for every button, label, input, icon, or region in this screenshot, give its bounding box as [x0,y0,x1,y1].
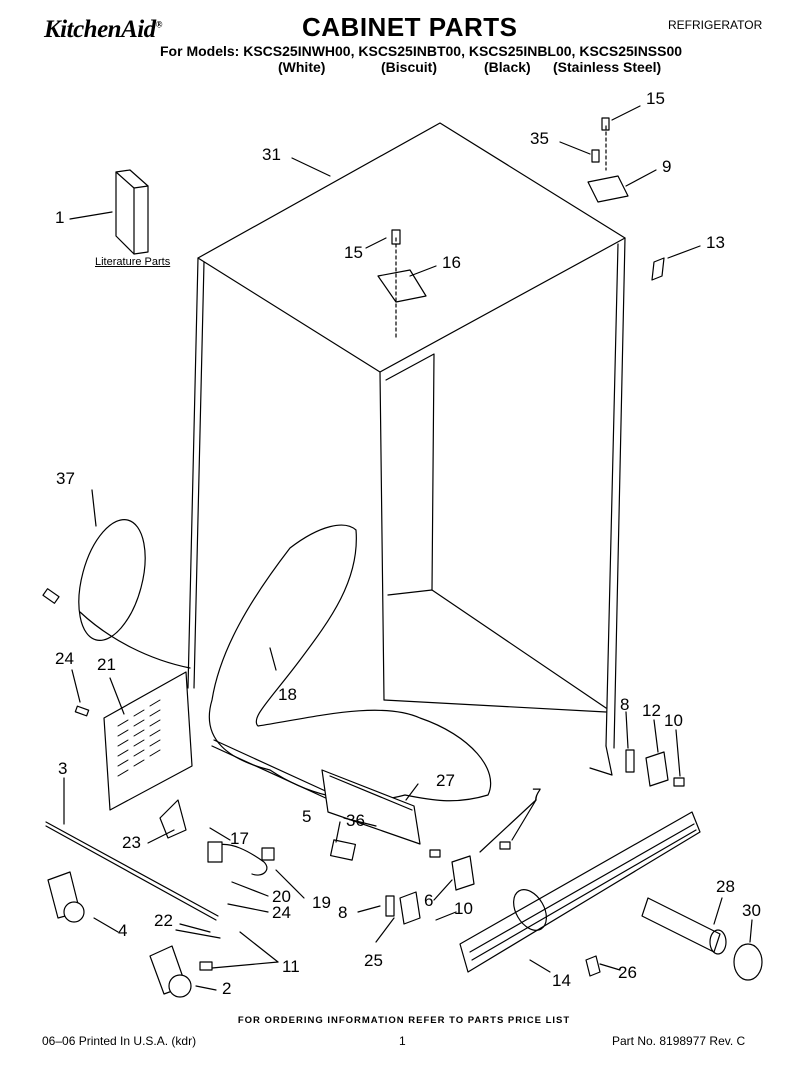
callout-2: 2 [222,979,232,998]
callout-24-upper: 24 [55,649,74,668]
bracket-23 [159,799,187,839]
callout-8-left: 8 [338,903,348,922]
callout-9: 9 [662,157,672,176]
ice-maker-parts [321,769,511,891]
callout-11: 11 [282,957,300,976]
callout-18: 18 [278,685,297,704]
callout-16: 16 [442,253,461,272]
compartment-cover [74,671,193,811]
callout-35: 35 [530,129,549,148]
page-title: CABINET PARTS [302,12,518,42]
water-valve-tubing [207,739,333,876]
literature-parts-label: Literature Parts [95,256,171,268]
callout-28: 28 [716,877,735,896]
callout-31: 31 [262,145,281,164]
insulation-sheet [208,524,492,802]
callout-10-left: 10 [454,899,473,918]
callout-27: 27 [436,771,455,790]
callout-8-right: 8 [620,695,630,714]
power-cord [42,519,191,669]
callout-23: 23 [122,833,141,852]
callout-13: 13 [706,233,725,252]
toe-grille [459,811,763,981]
part-number: Part No. 8198977 Rev. C [612,1034,746,1048]
callout-17: 17 [230,829,249,848]
callout-1: 1 [55,208,65,227]
callout-37: 37 [56,469,75,488]
callout-4: 4 [118,921,128,940]
models-line: For Models: KSCS25INWH00, KSCS25INBT00, … [160,43,683,59]
callout-26: 26 [618,963,637,982]
callout-6: 6 [424,891,434,910]
callout-15-top: 15 [646,89,665,108]
leader-lines [63,105,753,991]
rollers-and-rod [45,821,221,998]
variant-stainless: (Stainless Steel) [553,59,662,75]
callout-20: 20 [272,887,291,906]
callout-19: 19 [312,893,331,912]
callout-30: 30 [742,901,761,920]
brand-logo: KitchenAid® [44,16,162,43]
callout-12: 12 [642,701,661,720]
top-hinge-assembly [377,117,665,341]
category-label: REFRIGERATOR [668,18,763,32]
variant-black: (Black) [484,59,531,75]
literature-booklet [115,169,149,255]
callout-25: 25 [364,951,383,970]
callout-7: 7 [532,785,542,804]
callout-15-mid: 15 [344,243,363,262]
callout-3: 3 [58,759,68,778]
variant-biscuit: (Biscuit) [381,59,437,75]
variant-white: (White) [278,59,326,75]
printed-note: 06–06 Printed In U.S.A. (kdr) [42,1034,197,1048]
callout-21: 21 [97,655,116,674]
callout-22: 22 [154,911,173,930]
callout-5: 5 [302,807,312,826]
callout-14: 14 [552,971,571,990]
callout-10-right: 10 [664,711,683,730]
ordering-note: FOR ORDERING INFORMATION REFER TO PARTS … [237,1015,571,1026]
callout-36: 36 [346,811,365,830]
callout-24-lower: 24 [272,903,291,922]
lower-hinge-parts [385,749,685,925]
page-number: 1 [399,1034,406,1048]
cabinet-shell [187,122,626,776]
